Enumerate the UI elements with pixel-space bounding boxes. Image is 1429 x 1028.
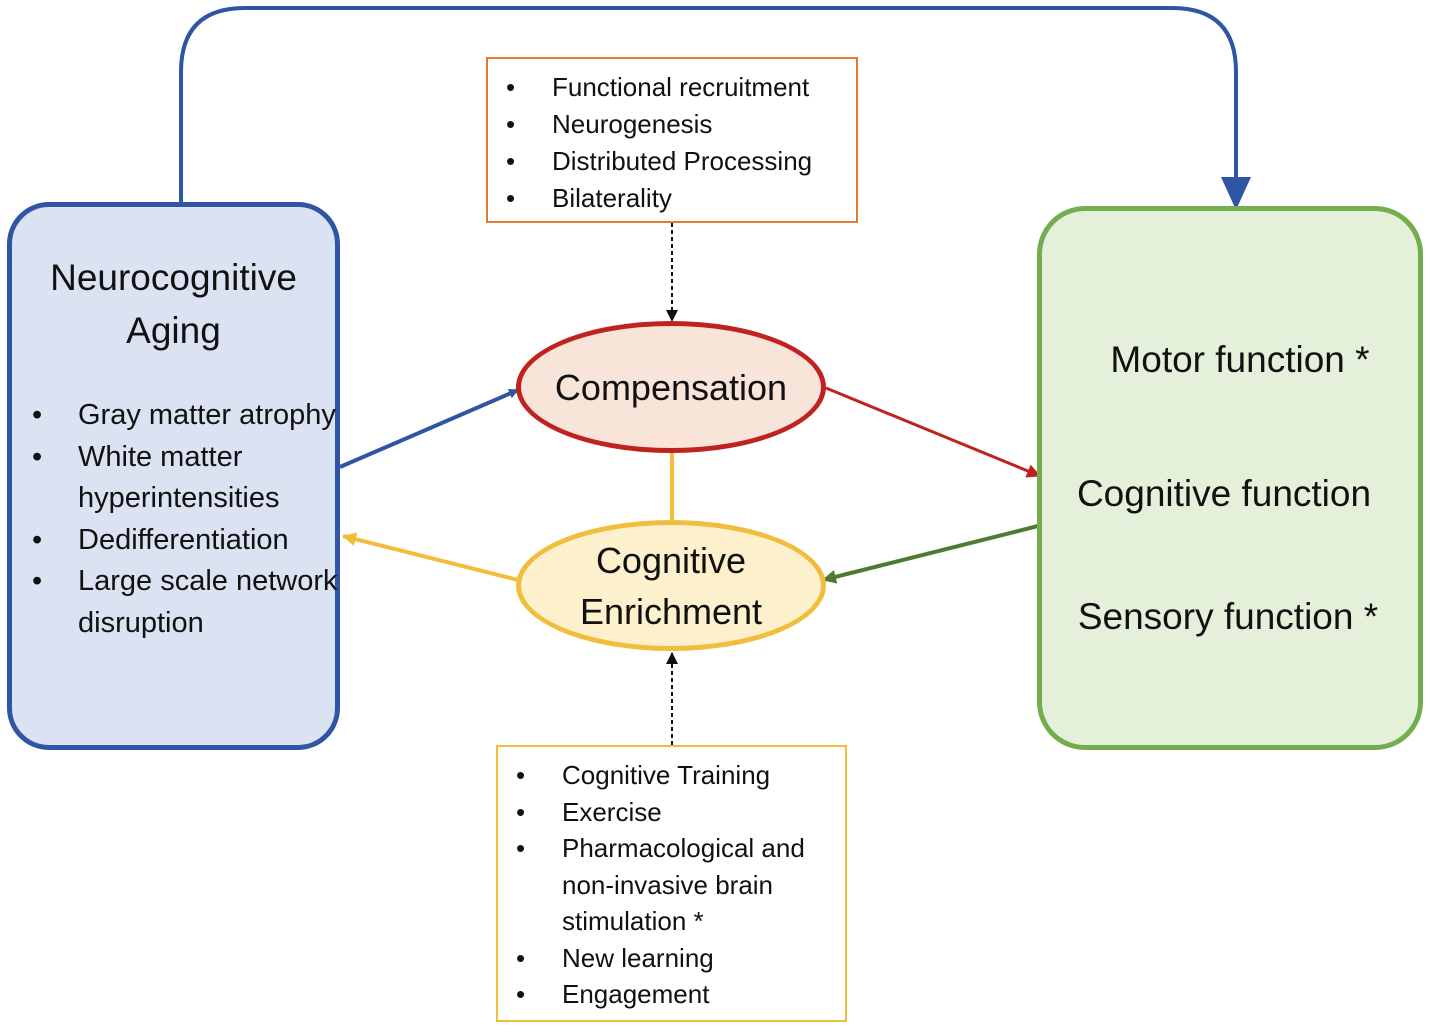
functions-to-enrichment-arrow [822, 524, 1039, 584]
compensation-mechanisms-list: Functional recruitment Neurogenesis Dist… [506, 69, 812, 217]
cognitive-enrichment-node: Cognitive Enrichment [516, 520, 826, 651]
enrichment-to-aging-arrow [342, 532, 519, 582]
source-item: New learning [516, 940, 842, 977]
aging-factor-item: Large scale network disruption [32, 561, 338, 644]
functions-box: Motor function * Cognitive function Sens… [1037, 206, 1423, 750]
source-item: Exercise [516, 794, 842, 831]
aging-factor-item: White matter hyperintensities [32, 437, 338, 520]
mechanism-item: Functional recruitment [506, 69, 812, 106]
neurocognitive-aging-box: Neurocognitive Aging Gray matter atrophy… [7, 202, 340, 750]
aging-factor-item: Gray matter atrophy [32, 395, 338, 437]
compensation-node: Compensation [516, 321, 826, 453]
compensation-mechanisms-box: Functional recruitment Neurogenesis Dist… [486, 57, 858, 223]
cognitive-enrichment-label: Cognitive Enrichment [579, 539, 763, 632]
mechanism-item: Neurogenesis [506, 106, 812, 143]
aging-factor-item: Dedifferentiation [32, 520, 338, 562]
aging-factors-list: Gray matter atrophy White matter hyperin… [32, 395, 338, 645]
enrichment-sources-list: Cognitive Training Exercise Pharmacologi… [516, 757, 842, 1013]
source-item: Engagement [516, 976, 842, 1013]
enrichment-sources-box: Cognitive Training Exercise Pharmacologi… [496, 745, 847, 1022]
source-item: Cognitive Training [516, 757, 842, 794]
motor-function-label: Motor function * [1110, 339, 1370, 380]
compensation-label: Compensation [554, 366, 788, 408]
aging-to-functions-arrowhead [1221, 177, 1251, 210]
aging-to-functions-arrow [179, 6, 1238, 203]
cognitive-function-label: Cognitive function [1076, 473, 1372, 514]
aging-to-compensation-arrow [339, 388, 519, 469]
compensation-to-functions-arrow [825, 386, 1041, 478]
mechanism-item: Distributed Processing [506, 143, 812, 180]
neurocognitive-aging-title: Neurocognitive Aging [50, 257, 297, 351]
source-item: Pharmacological and non-invasive brain s… [516, 830, 842, 940]
sensory-function-label: Sensory function * [1077, 596, 1379, 637]
mechanism-item: Bilaterality [506, 180, 812, 217]
